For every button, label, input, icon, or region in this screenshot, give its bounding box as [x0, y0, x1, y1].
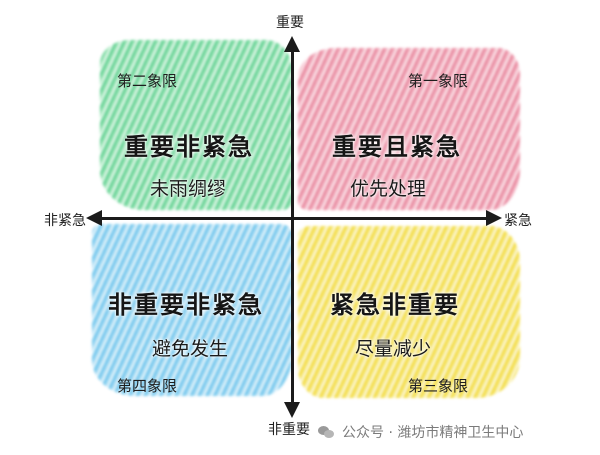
quadrant-1-title: 重要且紧急: [332, 133, 462, 161]
quadrant-4-name: 第四象限: [117, 377, 178, 395]
quadrant-2-background: [100, 40, 292, 210]
quadrant-1-subtitle: 优先处理: [350, 178, 427, 200]
quadrant-4-title: 非重要非紧急: [108, 291, 264, 319]
quadrant-2-name: 第二象限: [117, 72, 178, 90]
horizontal-axis: [98, 217, 490, 220]
quadrant-4-background: [92, 224, 292, 396]
axis-label-not-important: 非重要: [268, 422, 310, 438]
axis-label-not-urgent: 非紧急: [44, 213, 86, 229]
quadrant-3-name: 第三象限: [408, 377, 469, 395]
wechat-icon: [318, 425, 336, 439]
quadrant-3-background: [298, 226, 520, 398]
vertical-axis: [291, 45, 294, 410]
quadrant-2-title: 重要非紧急: [124, 133, 254, 161]
arrow-down-icon: [284, 402, 300, 418]
quadrant-4-subtitle: 避免发生: [152, 338, 229, 360]
quadrant-1-background: [298, 48, 520, 210]
quadrant-3-title: 紧急非重要: [330, 291, 460, 319]
watermark-text: 公众号 · 潍坊市精神卫生中心: [342, 425, 524, 441]
axis-label-urgent: 紧急: [504, 213, 532, 229]
arrow-up-icon: [284, 36, 300, 52]
arrow-left-icon: [86, 210, 102, 226]
quadrant-2-subtitle: 未雨绸缪: [150, 178, 227, 200]
watermark: 公众号 · 潍坊市精神卫生中心: [318, 422, 523, 442]
quadrant-3-subtitle: 尽量减少: [355, 338, 432, 360]
quadrant-1-name: 第一象限: [408, 72, 469, 90]
axis-label-important: 重要: [276, 15, 304, 31]
arrow-right-icon: [486, 210, 502, 226]
